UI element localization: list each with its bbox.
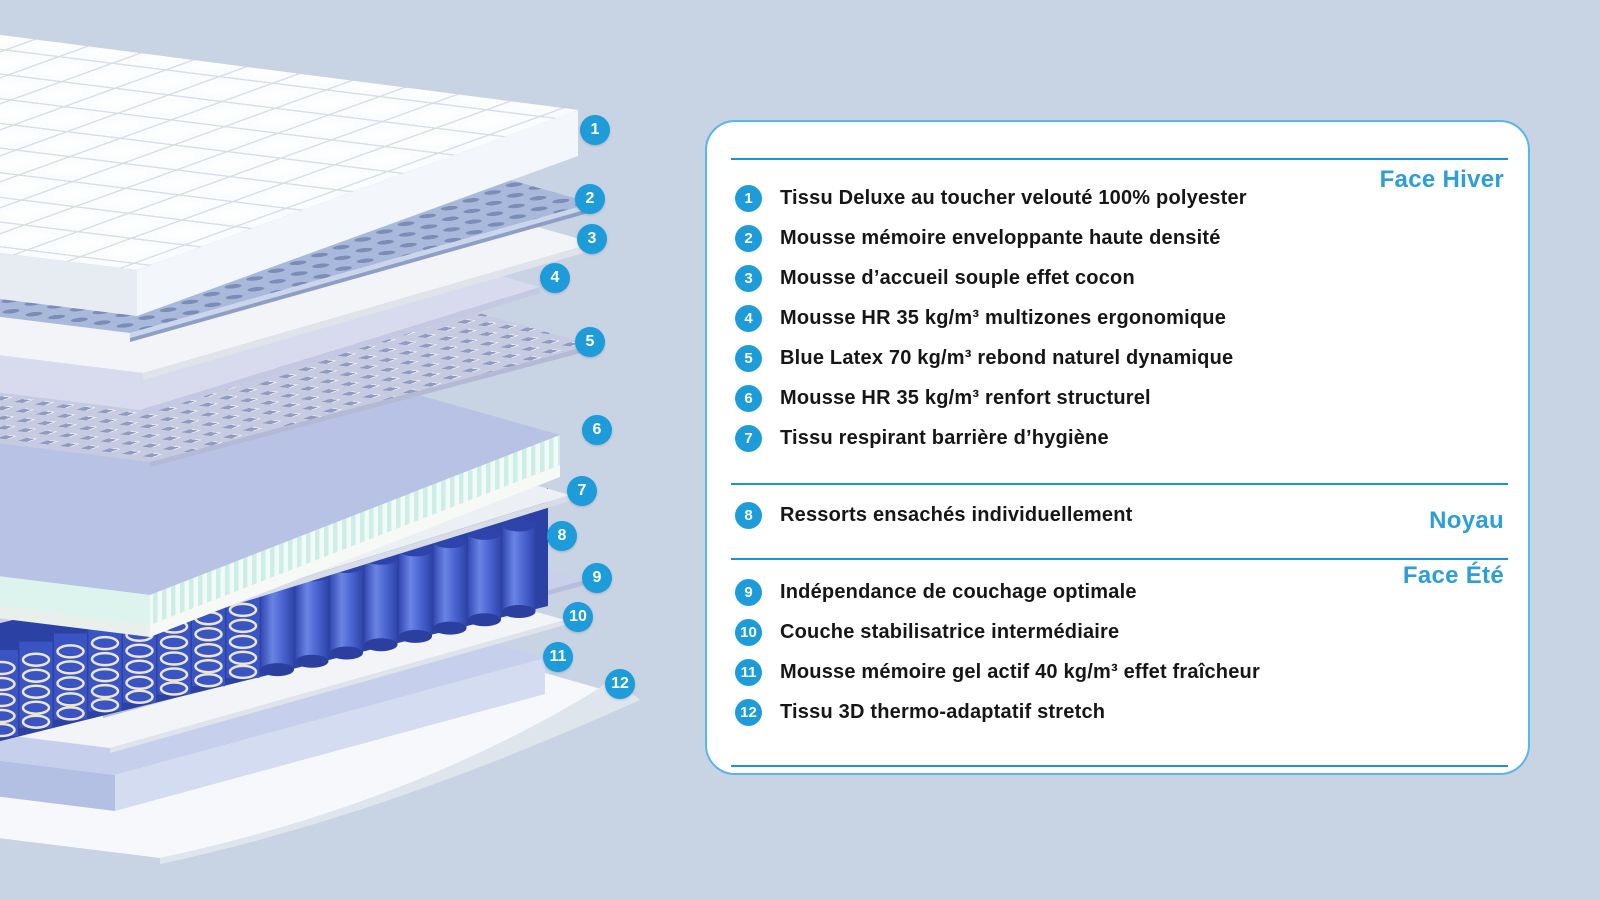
legend-item-badge: 4 <box>735 304 762 332</box>
legend-item-text: Mousse mémoire enveloppante haute densit… <box>780 226 1221 249</box>
legend-item-badge: 1 <box>735 184 762 212</box>
legend-item-badge: 3 <box>735 264 762 292</box>
layer-marker-5: 5 <box>575 327 605 357</box>
legend-item-1: 1 Tissu Deluxe au toucher velouté 100% p… <box>707 178 1528 218</box>
legend-item-11: 11 Mousse mémoire gel actif 40 kg/m³ eff… <box>707 652 1528 692</box>
layer-marker-1: 1 <box>580 115 610 145</box>
legend-item-text: Ressorts ensachés individuellement <box>780 503 1133 526</box>
legend-item-4: 4 Mousse HR 35 kg/m³ multizones ergonomi… <box>707 298 1528 338</box>
divider-bottom <box>731 765 1508 767</box>
layer-marker-8: 8 <box>547 521 577 551</box>
legend-item-12: 12 Tissu 3D thermo-adaptatif stretch <box>707 692 1528 732</box>
legend-item-text: Indépendance de couchage optimale <box>780 580 1137 603</box>
legend-item-text: Mousse HR 35 kg/m³ multizones ergonomiqu… <box>780 306 1227 329</box>
legend-item-text: Tissu respirant barrière d’hygiène <box>780 426 1109 449</box>
legend-card: Face Hiver 1 Tissu Deluxe au toucher vel… <box>705 120 1530 775</box>
layer-marker-3: 3 <box>577 224 607 254</box>
layer-marker-9: 9 <box>582 563 612 593</box>
legend-group-face-ete: Face Été 9 Indépendance de couchage opti… <box>707 560 1528 732</box>
layer-marker-10: 10 <box>563 602 593 632</box>
legend-item-text: Mousse mémoire gel actif 40 kg/m³ effet … <box>780 660 1260 683</box>
layer-marker-2: 2 <box>575 184 605 214</box>
legend-item-badge: 2 <box>735 224 762 252</box>
legend-item-3: 3 Mousse d’accueil souple effet cocon <box>707 258 1528 298</box>
layer-marker-11: 11 <box>543 642 573 672</box>
group-title-face-hiver: Face Hiver <box>1379 166 1504 193</box>
mattress-layers-art <box>0 34 640 864</box>
legend-group-noyau: Noyau 8 Ressorts ensachés individuelleme… <box>707 485 1528 535</box>
divider-face-ete <box>731 558 1508 560</box>
legend-item-text: Tissu 3D thermo-adaptatif stretch <box>780 700 1106 723</box>
divider-top <box>731 158 1508 160</box>
legend-item-8: 8 Ressorts ensachés individuellement <box>707 495 1528 535</box>
legend-item-2: 2 Mousse mémoire enveloppante haute dens… <box>707 218 1528 258</box>
legend-item-badge: 10 <box>735 618 762 646</box>
legend-item-text: Mousse d’accueil souple effet cocon <box>780 266 1135 289</box>
divider-noyau <box>731 483 1508 485</box>
legend-item-badge: 6 <box>735 384 762 412</box>
mattress-exploded-diagram: 1 2 3 4 5 6 7 8 9 10 11 12 <box>0 0 660 900</box>
layer-marker-6: 6 <box>582 415 612 445</box>
layer-marker-12: 12 <box>605 669 635 699</box>
legend-item-text: Blue Latex 70 kg/m³ rebond naturel dynam… <box>780 346 1234 369</box>
layer-quilted-cover <box>0 34 578 316</box>
layer-marker-4: 4 <box>540 263 570 293</box>
group-title-face-ete: Face Été <box>1402 562 1504 589</box>
legend-item-badge: 5 <box>735 344 762 372</box>
legend-item-badge: 12 <box>735 698 762 726</box>
legend-item-10: 10 Couche stabilisatrice intermédiaire <box>707 612 1528 652</box>
legend-item-7: 7 Tissu respirant barrière d’hygiène <box>707 418 1528 458</box>
legend-item-badge: 9 <box>735 578 762 606</box>
group-title-noyau: Noyau <box>1429 507 1504 534</box>
legend-item-badge: 11 <box>735 658 762 686</box>
legend-item-text: Couche stabilisatrice intermédiaire <box>780 620 1120 643</box>
legend-item-text: Tissu Deluxe au toucher velouté 100% pol… <box>780 186 1247 209</box>
legend-item-5: 5 Blue Latex 70 kg/m³ rebond naturel dyn… <box>707 338 1528 378</box>
legend-group-face-hiver: Face Hiver 1 Tissu Deluxe au toucher vel… <box>707 160 1528 458</box>
layer-marker-7: 7 <box>567 476 597 506</box>
legend-item-badge: 7 <box>735 424 762 452</box>
legend-item-6: 6 Mousse HR 35 kg/m³ renfort structurel <box>707 378 1528 418</box>
legend-item-9: 9 Indépendance de couchage optimale <box>707 572 1528 612</box>
legend-item-badge: 8 <box>735 501 762 529</box>
legend-item-text: Mousse HR 35 kg/m³ renfort structurel <box>780 386 1151 409</box>
